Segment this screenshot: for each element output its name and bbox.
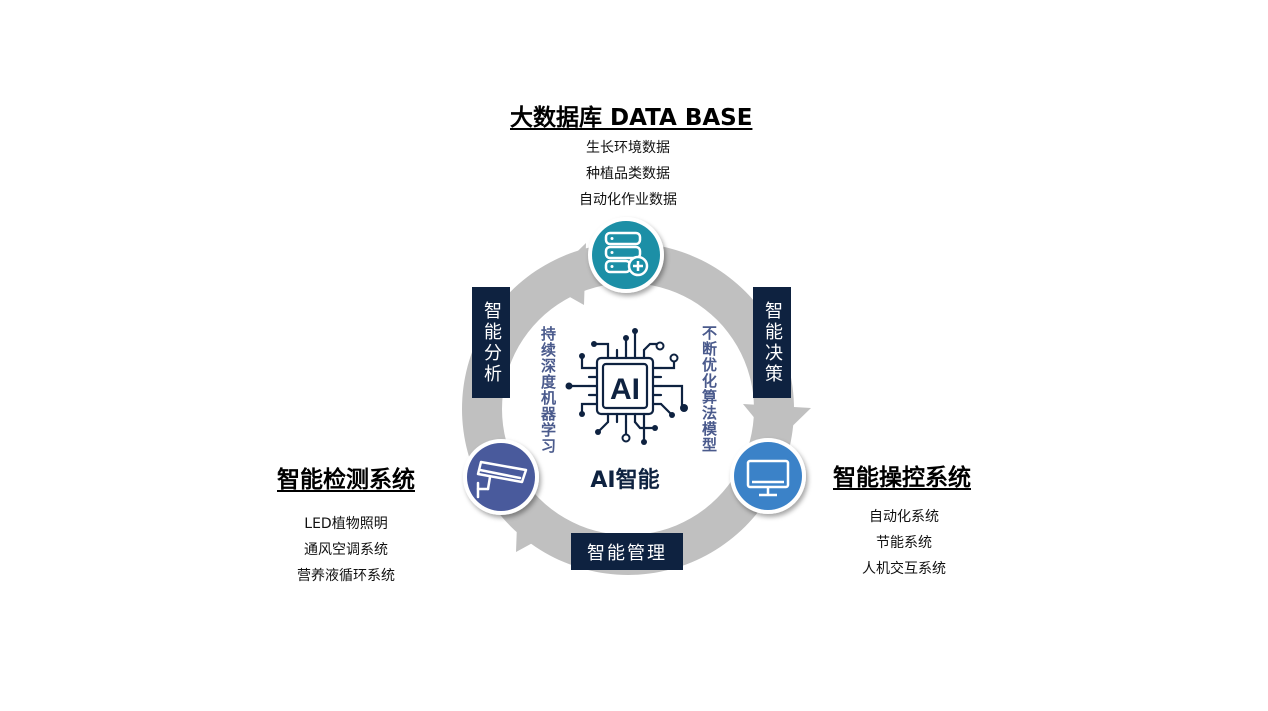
ai-chip-icon (568, 331, 684, 442)
arrow-head-top (545, 243, 586, 305)
security-camera-icon (476, 460, 528, 499)
database-title: 大数据库 DATA BASE (510, 105, 753, 131)
monitor-icon (746, 459, 790, 497)
control-item: 自动化系统 (869, 509, 939, 525)
server-plus-icon (604, 231, 649, 277)
arrow-head-bottom (516, 498, 560, 552)
database-item: 生长环境数据 (586, 140, 670, 156)
database-item: 种植品类数据 (586, 166, 670, 182)
detection-item: LED植物照明 (304, 516, 388, 532)
circuit-nodes (565, 328, 688, 445)
detection-title: 智能检测系统 (277, 467, 415, 493)
control-circle (730, 438, 806, 514)
decision-label: 智能决策 (753, 287, 791, 398)
ai-center-label: AI智能 (590, 468, 660, 493)
database-circle (588, 217, 664, 293)
control-item: 人机交互系统 (862, 561, 946, 577)
arrow-head-right (743, 404, 811, 443)
ai-chip-text: AI (610, 373, 640, 406)
inner-text-right: 不断优化算法模型 (700, 325, 718, 453)
analysis-label: 智能分析 (472, 287, 510, 398)
management-label: 智能管理 (571, 533, 683, 570)
database-item: 自动化作业数据 (579, 192, 677, 208)
inner-text-left: 持续深度机器学习 (539, 326, 557, 454)
control-item: 节能系统 (876, 535, 932, 551)
control-title: 智能操控系统 (833, 465, 971, 491)
detection-item: 通风空调系统 (304, 542, 388, 558)
detection-item: 营养液循环系统 (297, 568, 395, 584)
